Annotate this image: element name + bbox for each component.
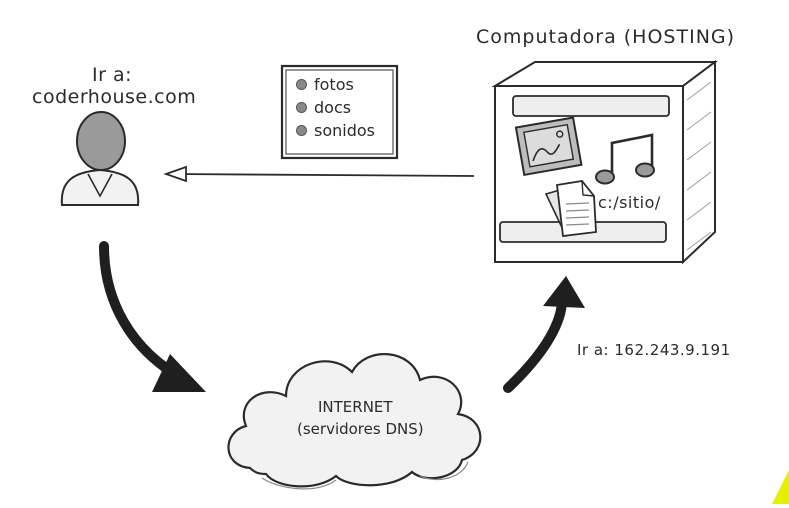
user-avatar-icon xyxy=(60,111,140,206)
files-list: fotos docs sonidos xyxy=(296,73,375,142)
bullet-icon xyxy=(296,125,307,136)
list-item: docs xyxy=(296,96,375,119)
ip-address-label: Ir a: 162.243.9.191 xyxy=(577,341,731,359)
dns-servers-label: (servidores DNS) xyxy=(297,420,424,438)
corner-accent xyxy=(772,470,789,504)
user-goal-label-line2: coderhouse.com xyxy=(32,86,197,108)
user-goal-label-line1: Ir a: xyxy=(92,64,132,86)
request-arrow-to-internet xyxy=(99,241,206,392)
list-item: sonidos xyxy=(296,119,375,142)
internet-cloud xyxy=(227,352,482,490)
document-icon xyxy=(544,180,597,238)
internet-label: INTERNET xyxy=(318,398,393,416)
file-item-label: sonidos xyxy=(314,121,375,140)
image-icon xyxy=(514,116,583,177)
hosting-title: Computadora (HOSTING) xyxy=(476,26,736,48)
bullet-icon xyxy=(296,79,307,90)
bullet-icon xyxy=(296,102,307,113)
list-item: fotos xyxy=(296,73,375,96)
response-arrow xyxy=(163,165,475,183)
file-item-label: fotos xyxy=(314,75,354,94)
hosting-path-label: c:/sitio/ xyxy=(598,193,661,212)
file-item-label: docs xyxy=(314,98,352,117)
music-note-icon xyxy=(595,133,655,185)
request-arrow-to-hosting xyxy=(503,276,585,393)
